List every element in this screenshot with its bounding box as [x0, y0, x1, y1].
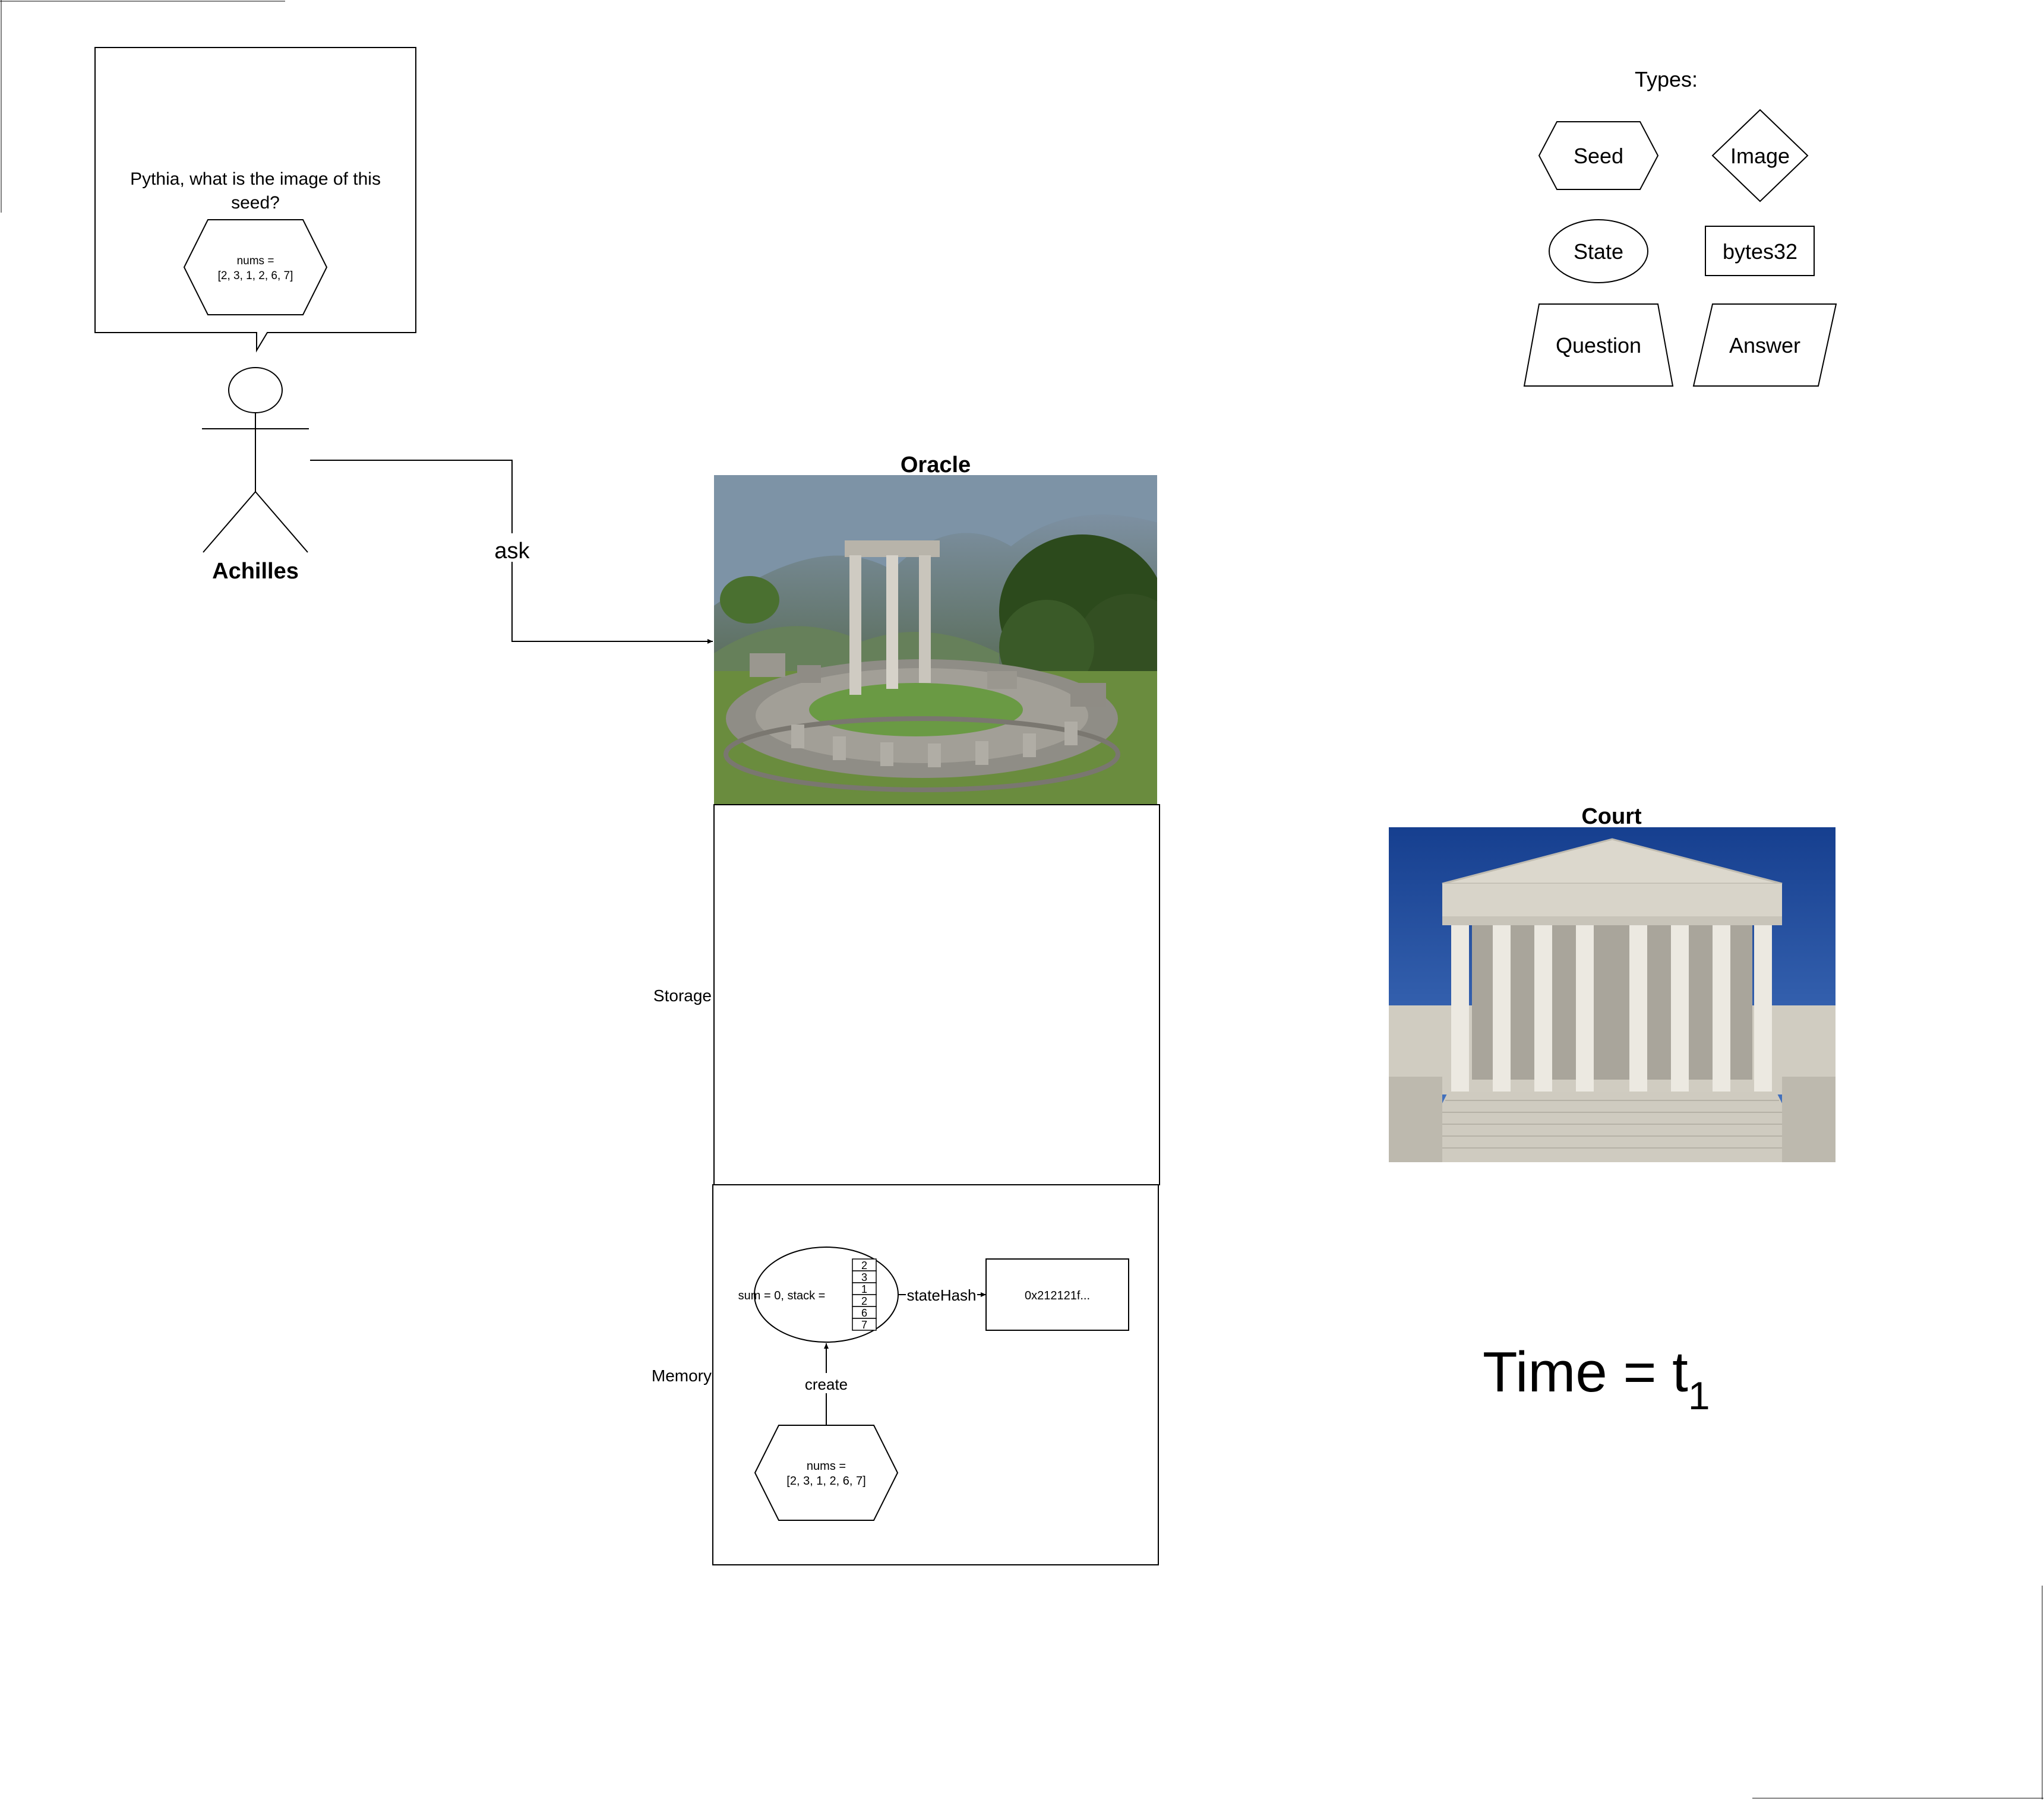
legend-answer-shape: [1692, 303, 1837, 387]
oracle-memory-box: [712, 1184, 1159, 1565]
time-subscript: 1: [1688, 1374, 1710, 1418]
edge-state-hash: stateHash: [898, 1285, 986, 1304]
edge-create-label: create: [805, 1375, 848, 1393]
stack-cell: 6: [861, 1307, 867, 1319]
stack-cell: 3: [861, 1271, 867, 1283]
oracle-seed-line2: [2, 3, 1, 2, 6, 7]: [786, 1475, 865, 1488]
oracle-stack: 2 3 1 2 6 7: [852, 1258, 877, 1331]
speech-bubble-seed-shape: [183, 219, 328, 315]
stack-cell: 1: [861, 1283, 867, 1295]
oracle-seed: nums = [2, 3, 1, 2, 6, 7]: [754, 1425, 899, 1521]
legend-image-label: Image: [1730, 144, 1790, 168]
stack-cell: 2: [861, 1260, 867, 1271]
edge-create: create: [800, 1343, 853, 1425]
speech-bubble-seed-line2: [2, 3, 1, 2, 6, 7]: [218, 270, 293, 282]
legend-answer-label: Answer: [1729, 333, 1800, 358]
speech-bubble-question-line2: seed?: [231, 193, 280, 213]
actor-name: Achilles: [212, 559, 299, 584]
speech-bubble: Pythia, what is the image of this seed? …: [94, 47, 416, 353]
oracle-memory-label: Memory: [652, 1366, 712, 1385]
time-prefix: Time = t: [1483, 1340, 1688, 1404]
oracle-title: Oracle: [901, 453, 971, 477]
legend-seed-label: Seed: [1574, 144, 1623, 168]
oracle-storage-label: Storage: [653, 986, 712, 1005]
time-label: Time = t1: [1483, 1340, 1710, 1418]
court-title: Court: [1581, 804, 1642, 829]
legend-question-label: Question: [1556, 333, 1641, 358]
types-legend: Types: Seed Image State bytes32 Question…: [1523, 67, 1837, 387]
oracle-hash-value: 0x212121f...: [1025, 1289, 1090, 1302]
speech-bubble-seed-line1: nums =: [237, 255, 274, 267]
oracle-state: sum = 0, stack = 2 3 1 2 6 7: [738, 1247, 899, 1343]
legend-seed-shape: [1538, 121, 1659, 190]
court-image: [1389, 827, 1836, 1162]
edge-ask-label: ask: [494, 539, 530, 564]
oracle-image: [714, 475, 1157, 805]
legend-title: Types:: [1635, 67, 1698, 91]
oracle-storage-box: [713, 804, 1160, 1185]
stack-cell: 2: [861, 1295, 867, 1307]
legend-state-shape: [1549, 219, 1648, 283]
actor-head-icon: [228, 367, 283, 413]
edge-state-hash-label: stateHash: [906, 1286, 976, 1304]
legend-bytes32-label: bytes32: [1723, 239, 1797, 264]
stack-cell: 7: [861, 1319, 867, 1331]
oracle-seed-line1: nums =: [807, 1460, 846, 1473]
oracle-state-text: sum = 0, stack =: [738, 1289, 826, 1302]
legend-bytes32-shape: [1705, 226, 1815, 276]
legend-state-label: State: [1574, 239, 1623, 264]
speech-bubble-question-line1: Pythia, what is the image of this: [130, 169, 381, 189]
oracle-hash-box: [985, 1258, 1129, 1331]
legend-image-shape: [1711, 109, 1809, 203]
edge-ask: ask: [310, 460, 713, 644]
legend-question-shape: [1523, 303, 1674, 387]
actor-achilles: [202, 367, 309, 553]
